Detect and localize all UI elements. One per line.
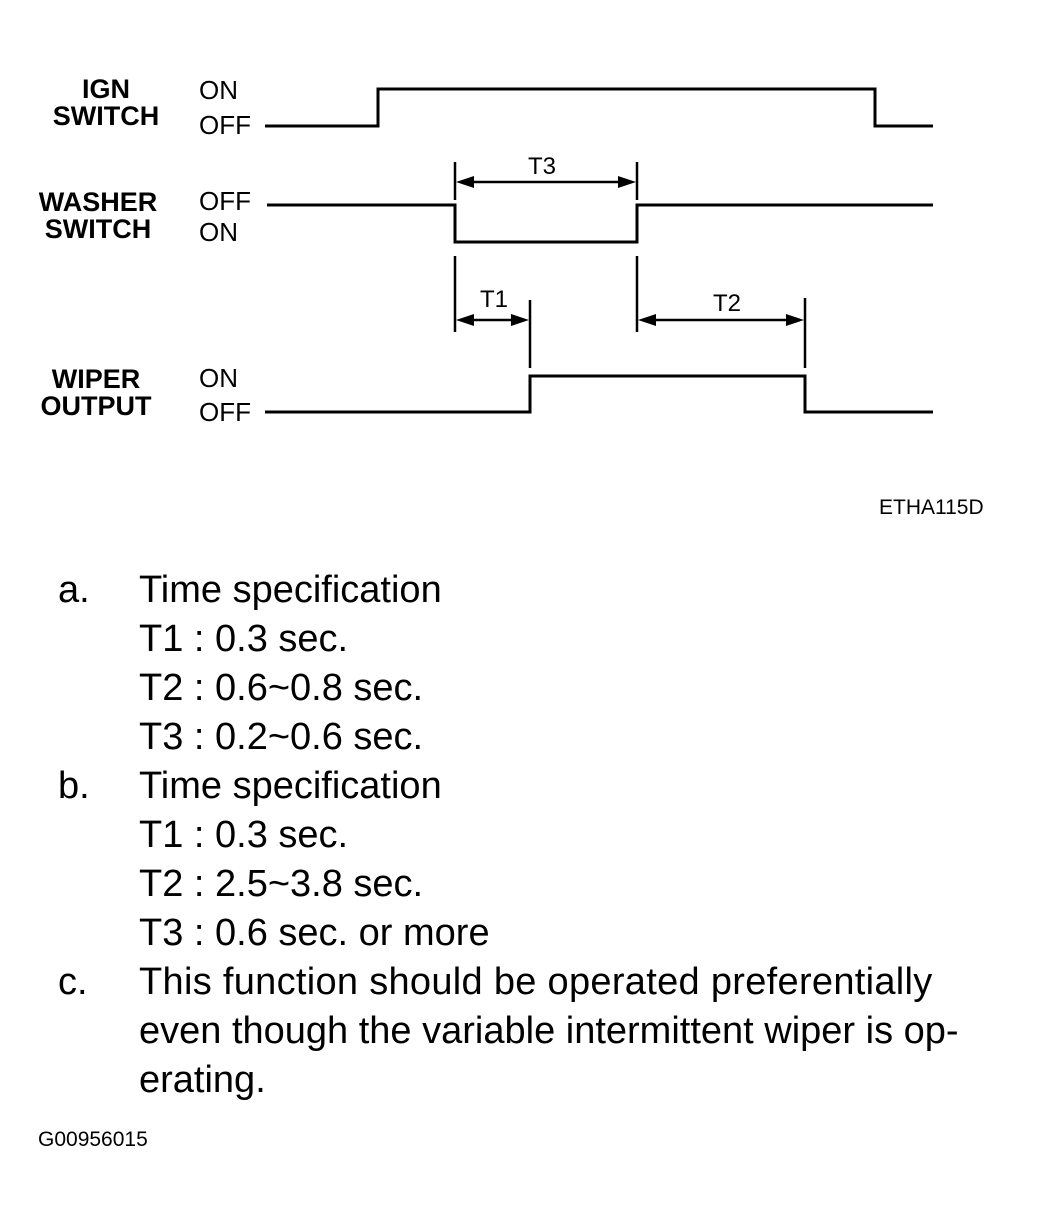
note-c: c. This function should be operated pref… [58, 958, 1018, 1105]
ign-switch-name: IGN SWITCH [36, 76, 176, 130]
note-a-spec-t2: T2 : 0.6~0.8 sec. [139, 667, 424, 709]
wiper-output-waveform [265, 374, 933, 414]
figure-id: ETHA115D [879, 496, 984, 519]
ign-off-label: OFF [199, 110, 251, 140]
t1-dimension [453, 256, 532, 368]
note-b-heading: Time specification [139, 765, 442, 807]
t3-label: T3 [528, 153, 557, 180]
t3-dimension [453, 162, 639, 200]
note-b-spec-t3: T3 : 0.6 sec. or more [139, 912, 490, 954]
note-b: b. Time specification T1 : 0.3 sec. T2 :… [58, 762, 1018, 958]
note-c-line2: even though the variable intermittent wi… [139, 1010, 959, 1052]
note-c-letter: c. [58, 961, 88, 1003]
timing-diagram [265, 87, 933, 414]
wiper-off-label: OFF [199, 397, 251, 427]
note-b-spec-t2: T2 : 2.5~3.8 sec. [139, 863, 424, 905]
washer-switch-waveform [267, 203, 933, 244]
notes-section: a. Time specification T1 : 0.3 sec. T2 :… [58, 566, 1018, 1105]
t1-label: T1 [480, 286, 509, 313]
ign-switch-name-line2: SWITCH [52, 101, 160, 131]
note-b-spec-t1: T1 : 0.3 sec. [139, 814, 349, 856]
washer-switch-name-line2: SWITCH [44, 214, 152, 244]
ign-on-label: ON [199, 75, 238, 105]
document-id: G00956015 [38, 1128, 148, 1151]
wiper-output-name-line2: OUTPUT [40, 391, 152, 421]
ign-switch-name-line1: IGN [81, 74, 130, 104]
note-a-heading: Time specification [139, 569, 442, 611]
note-a-letter: a. [58, 569, 90, 611]
note-c-line3: erating. [139, 1059, 266, 1101]
note-a-spec-t3: T3 : 0.2~0.6 sec. [139, 716, 424, 758]
t2-dimension [635, 256, 807, 368]
washer-on-label: ON [199, 217, 238, 247]
washer-switch-name-line1: WASHER [38, 187, 158, 217]
t2-label: T2 [713, 290, 742, 317]
note-a-spec-t1: T1 : 0.3 sec. [139, 618, 349, 660]
wiper-output-name-line1: WIPER [51, 364, 141, 394]
wiper-on-label: ON [199, 363, 238, 393]
wiper-output-name: WIPER OUTPUT [26, 366, 166, 420]
ign-switch-waveform [265, 87, 933, 128]
note-a: a. Time specification T1 : 0.3 sec. T2 :… [58, 566, 1018, 762]
washer-switch-name: WASHER SWITCH [26, 189, 170, 243]
note-c-line1: This function should be operated prefere… [139, 961, 933, 1003]
washer-off-label: OFF [199, 186, 251, 216]
note-b-letter: b. [58, 765, 90, 807]
